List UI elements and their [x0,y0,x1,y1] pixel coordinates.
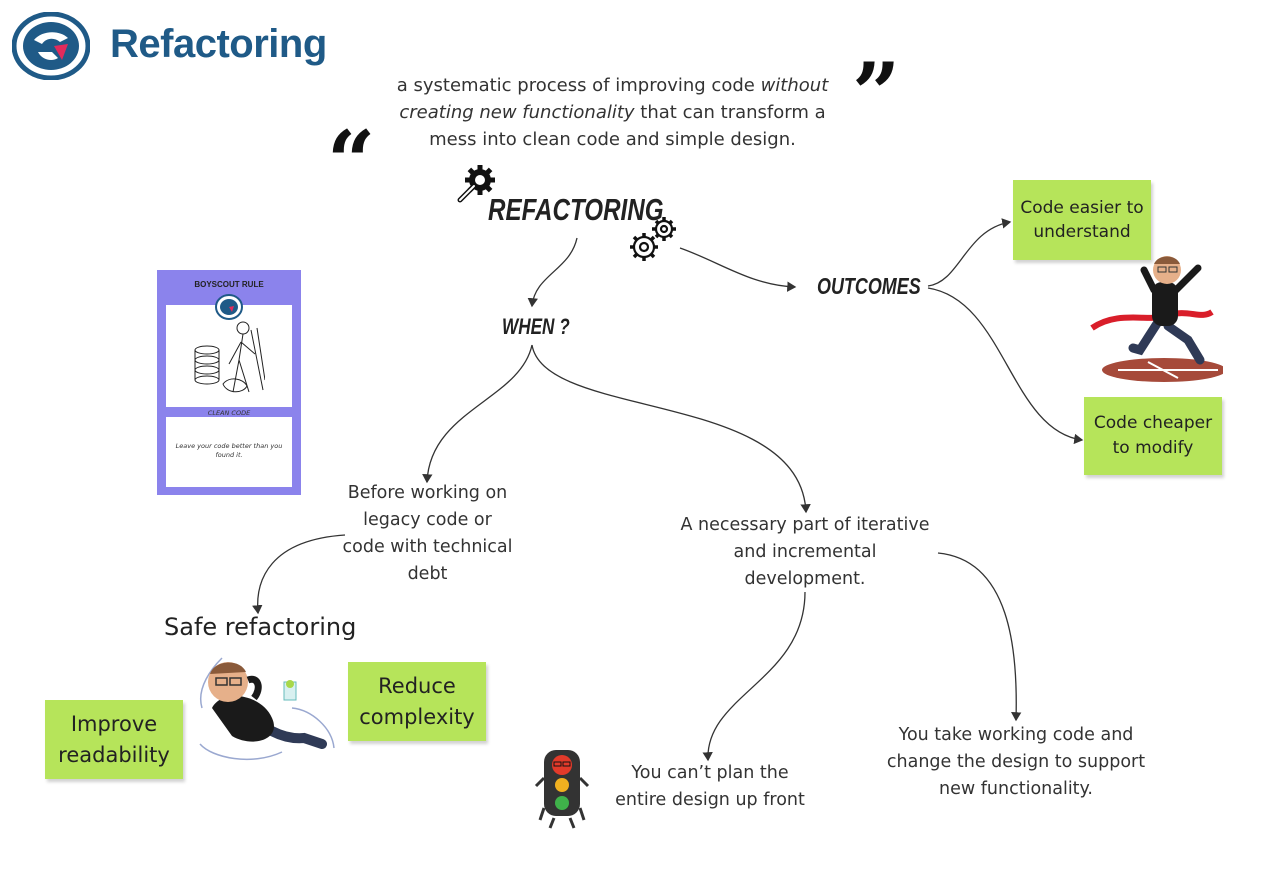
arrow-refactoring-outcomes [679,247,797,292]
sticky-improve-readability: Improve readability [45,700,183,779]
safe-refactoring-label: Safe refactoring [164,613,357,641]
when-node: When ? [502,314,570,339]
traffic-light-icon [534,750,590,829]
cant-plan-label: You can’t plan the entire design up fron… [615,763,805,810]
boyscout-rule-card: BOYSCOUT RULE CLEAN CODE Leave your code… [157,270,301,495]
card-logo-icon [215,294,243,320]
open-quote-mark: “ [327,112,376,211]
card-text-panel [166,417,292,487]
card-subtitle: CLEAN CODE [207,409,251,417]
boyscout-illustration-icon [194,321,265,393]
card-text: Leave your code better than you found it… [175,442,283,459]
before-working-label: Before working on legacy code or code wi… [342,483,513,584]
iterative-development-label: A necessary part of iterative and increm… [680,515,930,589]
arrow-refactoring-when [527,237,578,308]
refactoring-node: Refactoring [488,192,664,227]
close-quote-mark: ” [852,44,901,143]
outcomes-node: Outcomes [817,273,921,299]
quote-part2: that can transform a mess into clean cod… [429,102,826,150]
arrow-outcomes-easier [927,218,1012,287]
relaxing-avatar-icon [199,657,335,761]
card-header: BOYSCOUT RULE [194,280,264,289]
page-title: Refactoring [110,22,327,66]
sticky-reduce-complexity: Reduce complexity [348,662,486,741]
sticky-code-easier: Code easier to understand [1013,180,1151,260]
wrench-gear-icon [457,165,495,203]
arrow-when-iterative [531,344,811,514]
arrow-before-safe [252,534,346,615]
gears-icon [630,217,676,261]
sticky-code-cheaper: Code cheaper to modify [1084,397,1222,475]
arrow-when-before [422,344,533,484]
arrow-iterative-takeworking [937,552,1022,722]
arrow-iterative-cantplan [702,591,806,762]
logo-icon [12,12,90,80]
runner-avatar-icon [1090,256,1223,382]
take-working-label: You take working code and change the des… [886,725,1146,799]
quote-emphasis: without creating new functionality [399,75,829,123]
arrow-outcomes-cheaper [927,287,1084,445]
quote-part1: a systematic process of improving code [396,75,761,96]
definition-quote: a systematic process of improving code w… [380,72,845,153]
